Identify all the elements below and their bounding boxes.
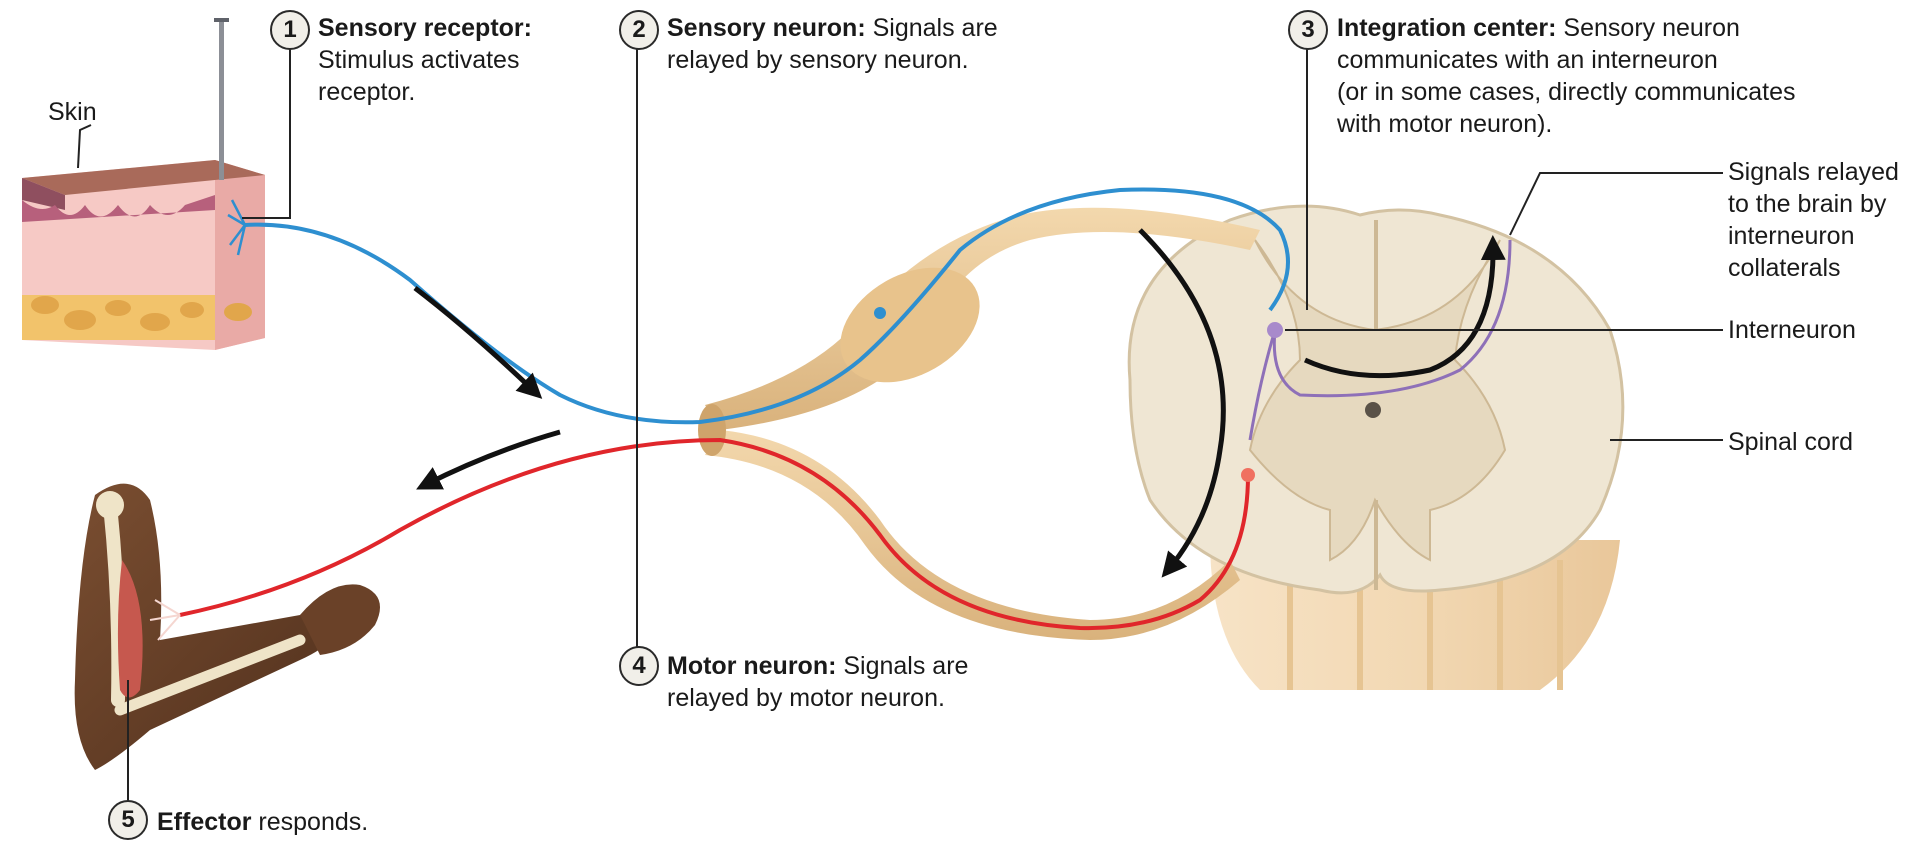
step-4-number: 4 bbox=[619, 646, 659, 686]
sensory-cell-body bbox=[874, 307, 886, 319]
step-1-text: Stimulus activates bbox=[318, 46, 520, 74]
step-5-number: 5 bbox=[108, 800, 148, 840]
step-1-sensory-receptor: Sensory receptor: Stimulus activates rec… bbox=[318, 12, 532, 108]
arrow-outgoing bbox=[416, 429, 561, 490]
motor-cell-body bbox=[1241, 468, 1255, 482]
spinal-cord bbox=[1127, 204, 1625, 690]
spinal-cord-label: Spinal cord bbox=[1728, 428, 1854, 456]
step-2-sensory-neuron: Sensory neuron: Signals are relayed by s… bbox=[667, 14, 998, 74]
step-3-integration-center: Integration center: Sensory neuron commu… bbox=[1337, 14, 1796, 138]
arrow-ascending bbox=[1303, 235, 1506, 379]
step-4-motor-neuron: Motor neuron: Signals are relayed by mot… bbox=[667, 652, 969, 712]
arm-effector bbox=[74, 483, 380, 770]
brain-signals-label: Signals relayed to the brain by interneu… bbox=[1728, 158, 1899, 282]
interneuron-label: Interneuron bbox=[1728, 316, 1856, 344]
step-2-number: 2 bbox=[619, 10, 659, 50]
step-5-effector: Effector responds. bbox=[157, 808, 369, 836]
step-1-title: Sensory receptor: bbox=[318, 14, 532, 42]
step-3-number: 3 bbox=[1288, 10, 1328, 50]
step-1-text: receptor. bbox=[318, 78, 416, 106]
step-1-number: 1 bbox=[270, 10, 310, 50]
interneuron-path bbox=[1248, 239, 1512, 441]
step-2-text: relayed by sensory neuron. bbox=[667, 46, 969, 74]
step-5-title: Effector bbox=[157, 808, 252, 836]
motor-neuron-path bbox=[179, 437, 1250, 631]
step-3-text: communicates with an interneuron bbox=[1337, 46, 1718, 74]
step-4-text: relayed by motor neuron. bbox=[667, 684, 945, 712]
nail-stimulus bbox=[214, 18, 229, 180]
skin-label: Skin bbox=[48, 98, 97, 126]
arrow-descending bbox=[1138, 228, 1226, 578]
step-4-title: Motor neuron: bbox=[667, 652, 837, 680]
arrow-incoming bbox=[413, 286, 543, 399]
skin-block bbox=[22, 160, 265, 350]
step-3-title: Integration center: bbox=[1337, 14, 1557, 42]
leader-lines bbox=[77, 36, 1723, 818]
step-2-title: Sensory neuron: bbox=[667, 14, 866, 42]
step-3-text: (or in some cases, directly communicates bbox=[1337, 78, 1796, 106]
step-3-text: with motor neuron). bbox=[1337, 110, 1553, 138]
